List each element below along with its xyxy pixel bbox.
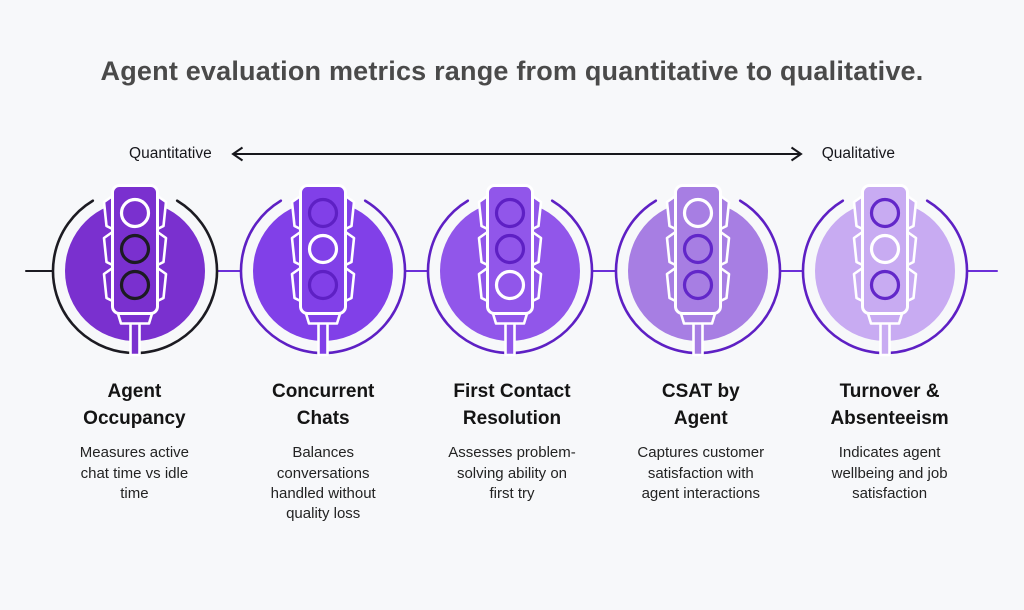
axis-label-qualitative: Qualitative [821, 145, 895, 163]
metric-description: Balances conversations handled without q… [270, 444, 376, 523]
connector-line [404, 270, 429, 272]
metric-column-concurrent-chats: Concurrent Chats Balances conversations … [229, 379, 418, 525]
metric-column-first-contact-resolution: First Contact Resolution Assesses proble… [418, 379, 607, 525]
metric-labels-row: Agent Occupancy Measures active chat tim… [40, 379, 984, 525]
connector-line [779, 270, 804, 272]
metric-description: Measures active chat time vs idle time [79, 444, 189, 502]
metric-title: CSAT by Agent [661, 381, 740, 429]
metric-description: Captures customer satisfaction with agen… [637, 444, 765, 502]
double-arrow-icon [230, 146, 803, 162]
metric-title: First Contact Resolution [453, 381, 571, 429]
connector-line [25, 270, 53, 272]
metric-column-turnover-absenteeism: Turnover & Absenteeism Indicates agent w… [795, 379, 984, 525]
metric-title: Turnover & Absenteeism [830, 381, 949, 429]
metric-title: Concurrent Chats [271, 381, 375, 429]
metric-column-csat-by-agent: CSAT by Agent Captures customer satisfac… [606, 379, 795, 525]
connector-line [967, 270, 998, 272]
traffic-light-icon [51, 184, 219, 357]
connector-line [217, 270, 241, 272]
traffic-light-icon [801, 184, 969, 357]
connector-line [592, 270, 616, 272]
page-title: Agent evaluation metrics range from quan… [100, 56, 924, 86]
axis-label-quantitative: Quantitative [129, 145, 212, 163]
traffic-light-icon [426, 184, 594, 357]
traffic-light-icon [614, 184, 781, 357]
metric-description: Assesses problem- solving ability on fir… [448, 444, 576, 502]
spectrum-axis: Quantitative Qualitative [0, 143, 1024, 165]
nodes-band [0, 183, 1024, 363]
metric-description: Indicates agent wellbeing and job satisf… [831, 444, 948, 502]
metric-column-agent-occupancy: Agent Occupancy Measures active chat tim… [40, 379, 229, 525]
metric-title: Agent Occupancy [83, 381, 186, 429]
traffic-light-icon [239, 184, 406, 357]
